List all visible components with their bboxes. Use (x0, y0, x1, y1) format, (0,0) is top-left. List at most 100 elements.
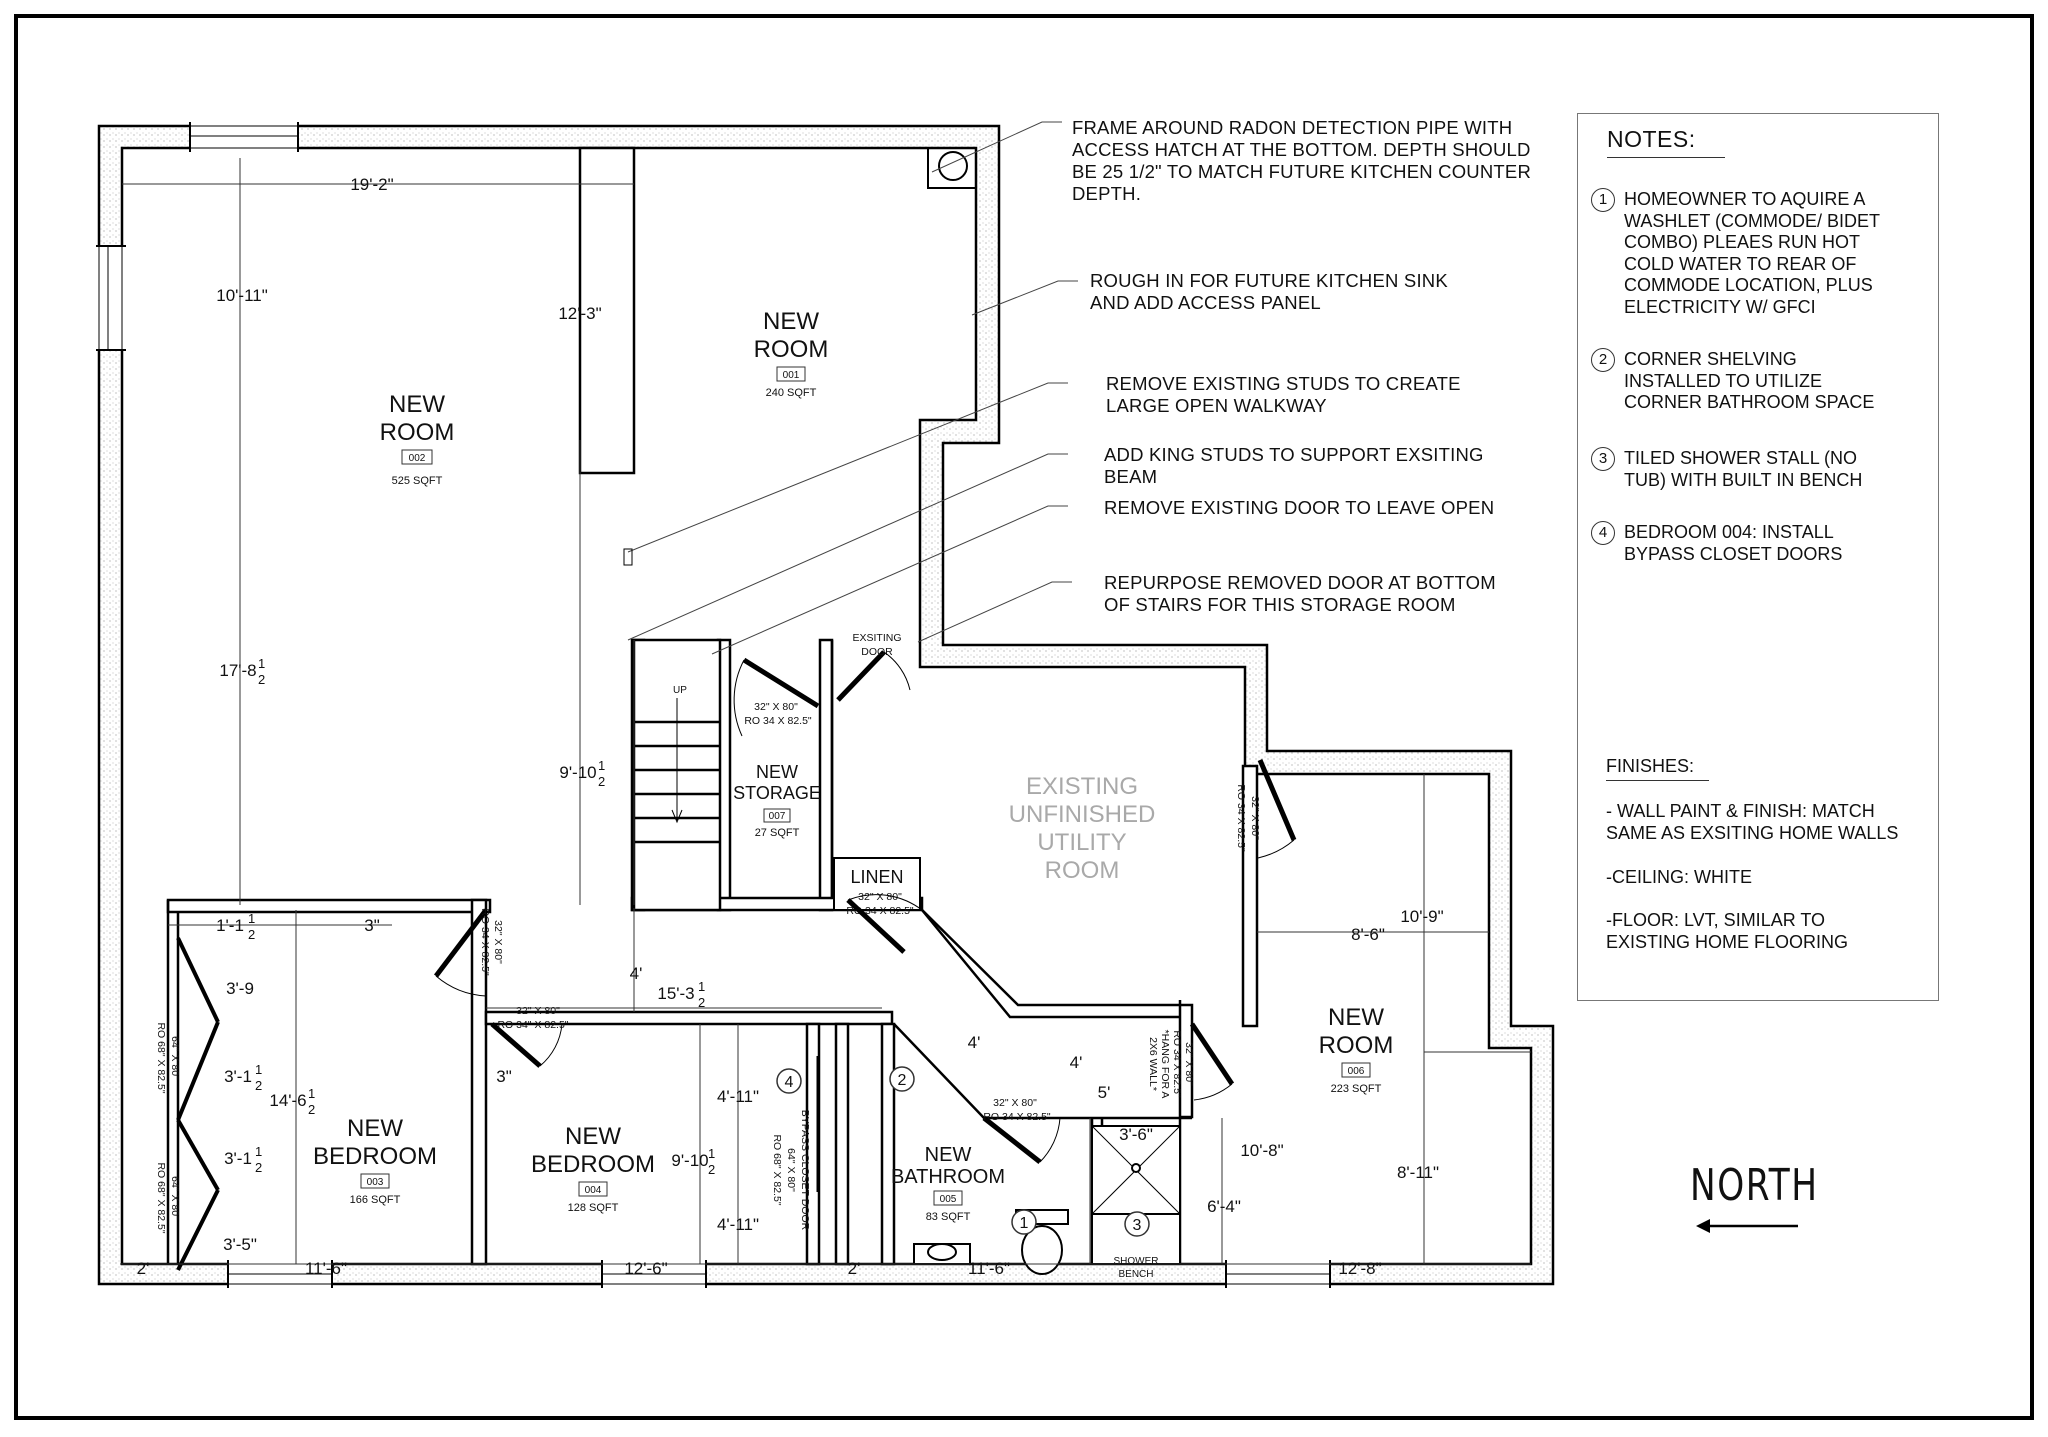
callout-line: AND ADD ACCESS PANEL (1090, 292, 1321, 313)
dim-3-5: 3'-5" (223, 1235, 257, 1254)
frac-14-6-den: 2 (308, 1102, 315, 1117)
callout-line: BE 25 1/2" TO MATCH FUTURE KITCHEN COUNT… (1072, 161, 1532, 182)
room-003-id: 003 (367, 1177, 384, 1188)
frac-15-3-den: 2 (698, 995, 705, 1010)
frac-14-6-num: 1 (308, 1086, 315, 1101)
dimension-fractions: 1 2 1 2 1 2 1 2 1 2 1 2 1 2 1 2 (248, 656, 715, 1177)
room-007-name-2: STORAGE (733, 783, 821, 803)
frac-17-8-num: 1 (258, 656, 265, 671)
utility-label-1: EXISTING (1026, 773, 1138, 800)
finish-wall: - WALL PAINT & FINISH: MATCH SAME AS EXS… (1606, 800, 1898, 844)
room-004-name-2: BEDROOM (531, 1151, 655, 1178)
dim-10-9: 10'-9" (1400, 907, 1443, 926)
existing-door-label-1: EXSITING (852, 632, 901, 644)
room-001-area: 240 SQFT (766, 387, 817, 399)
room-004-name-1: NEW (565, 1123, 621, 1150)
dimension-lines (120, 158, 1531, 1265)
frac-3-1b-num: 1 (255, 1144, 262, 1159)
dim-3-9: 3'-9 (226, 979, 254, 998)
dim-1-1: 1'-1 (216, 916, 244, 935)
room-006-name-2: ROOM (1319, 1032, 1394, 1059)
dim-6-4: 6'-4" (1207, 1197, 1241, 1216)
utility-label-3: UTILITY (1037, 829, 1126, 856)
callout-remove-studs: REMOVE EXISTING STUDS TO CREATE LARGE OP… (1106, 373, 1461, 417)
bed3-door-ro: RO 34 X 82.5" (479, 908, 491, 976)
staircase: UP (632, 638, 722, 912)
bed3-closet-ro-1: RO 68" X 82.5" (155, 1022, 167, 1093)
drawing-border (14, 14, 2034, 1420)
callout-line: REMOVE EXISTING DOOR TO LEAVE OPEN (1104, 497, 1495, 518)
dim-8-6: 8'-6" (1351, 925, 1385, 944)
bed3-door-size: 32" X 80" (492, 920, 504, 964)
frac-9-10a-num: 1 (598, 758, 605, 773)
dim-12-6: 12'-6" (624, 1259, 667, 1278)
note-line: INSTALLED TO UTILIZE (1624, 370, 1823, 391)
room-002-name-2: ROOM (380, 419, 455, 446)
marker-1: 1 (1020, 1215, 1029, 1232)
room-003-name-2: BEDROOM (313, 1143, 437, 1170)
dim-2b: 2' (848, 1259, 861, 1278)
note-line: HOMEOWNER TO AQUIRE A (1624, 189, 1866, 209)
finish-line: -FLOOR: LVT, SIMILAR TO (1606, 910, 1826, 930)
room6-door-note-2: 2X6 WALL* (1147, 1037, 1159, 1091)
callout-line: REPURPOSE REMOVED DOOR AT BOTTOM (1104, 572, 1496, 593)
callout-radon-pipe: FRAME AROUND RADON DETECTION PIPE WITH A… (1072, 117, 1531, 205)
room-006-id: 006 (1348, 1066, 1365, 1077)
notes-panel: NOTES: 1 HOMEOWNER TO AQUIRE A WASHLET (… (1577, 113, 1939, 1001)
frac-17-8-den: 2 (258, 672, 265, 687)
dim-11-6b: 11'-6" (968, 1259, 1010, 1278)
note-markers (776, 1066, 1150, 1237)
room-005-name-1: NEW (925, 1144, 972, 1166)
callout-line: ADD KING STUDS TO SUPPORT EXSITING (1104, 444, 1484, 465)
callout-line: OF STAIRS FOR THIS STORAGE ROOM (1104, 594, 1456, 615)
callout-line: REMOVE EXISTING STUDS TO CREATE (1106, 373, 1461, 394)
dim-19-2: 19'-2" (350, 175, 393, 194)
dim-4a: 4' (630, 964, 643, 983)
bath-door-size: 32" X 80" (993, 1097, 1037, 1109)
stairs-up-label: UP (673, 685, 687, 696)
dim-4b: 4' (968, 1033, 981, 1052)
bed4-closet-label: BYPASS CLOSET DOOR (799, 1110, 811, 1231)
note-line: TUB) WITH BUILT IN BENCH (1624, 469, 1863, 490)
dim-14-6: 14'-6 (269, 1091, 306, 1110)
callout-king-studs: ADD KING STUDS TO SUPPORT EXSITING BEAM (1104, 444, 1484, 488)
frac-3-1a-num: 1 (255, 1062, 262, 1077)
dim-12-3: 12'-3" (558, 304, 601, 323)
storage-door-size: 32" X 80" (754, 701, 798, 713)
dimension-texts: 19'-2" 10'-11" 12'-3" 17'-8 9'-10 1'-1 3… (137, 175, 1444, 1278)
frac-1-1-num: 1 (248, 911, 255, 926)
rotated-annotations: 32" X 80" RO 34 X 82.5" 32" X 80" RO 34 … (155, 784, 1261, 1233)
dim-10-11: 10'-11" (216, 286, 268, 305)
room-004-id: 004 (585, 1185, 602, 1196)
room-002-id: 002 (409, 453, 426, 464)
room-003-area: 166 SQFT (350, 1194, 401, 1206)
dim-15-3: 15'-3 (657, 984, 694, 1003)
note-line: COLD WATER TO REAR OF (1624, 253, 1857, 274)
room-001-id: 001 (783, 370, 800, 381)
bed3-closet-size-2: 64" X 80" (169, 1176, 181, 1220)
dim-8-11: 8'-11" (1397, 1163, 1439, 1182)
bathroom-fixtures (913, 1125, 1181, 1275)
bed4-closet-size: 64" X 80" (785, 1148, 797, 1192)
storage-door-ro: RO 34 X 82.5" (744, 715, 812, 727)
dim-10-8: 10'-8" (1240, 1141, 1283, 1160)
dim-9-10b: 9'-10 (671, 1151, 708, 1170)
callout-remove-door: REMOVE EXISTING DOOR TO LEAVE OPEN (1104, 497, 1494, 519)
dim-3-6: 3'-6" (1119, 1125, 1153, 1144)
dim-3-1b: 3'-1 (224, 1149, 252, 1168)
frac-9-10a-den: 2 (598, 774, 605, 789)
marker-4: 4 (785, 1074, 794, 1091)
room-005-area: 83 SQFT (926, 1211, 971, 1223)
bed4-door-size: 32" X 80" (516, 1005, 560, 1017)
doors (176, 650, 1297, 1271)
room6-door-size: 32" X 80" (1183, 1042, 1195, 1086)
room-007-name-1: NEW (756, 762, 798, 782)
finish-line: SAME AS EXSITING HOME WALLS (1606, 823, 1899, 843)
room-006-name-1: NEW (1328, 1004, 1384, 1031)
callout-repurpose-door: REPURPOSE REMOVED DOOR AT BOTTOM OF STAI… (1104, 572, 1496, 616)
dim-3-1a: 3'-1 (224, 1067, 252, 1086)
frac-15-3-num: 1 (698, 979, 705, 994)
radon-pipe-frame (927, 147, 977, 189)
utility-label-4: ROOM (1045, 857, 1120, 884)
north-arrow-icon (1696, 1219, 1798, 1233)
